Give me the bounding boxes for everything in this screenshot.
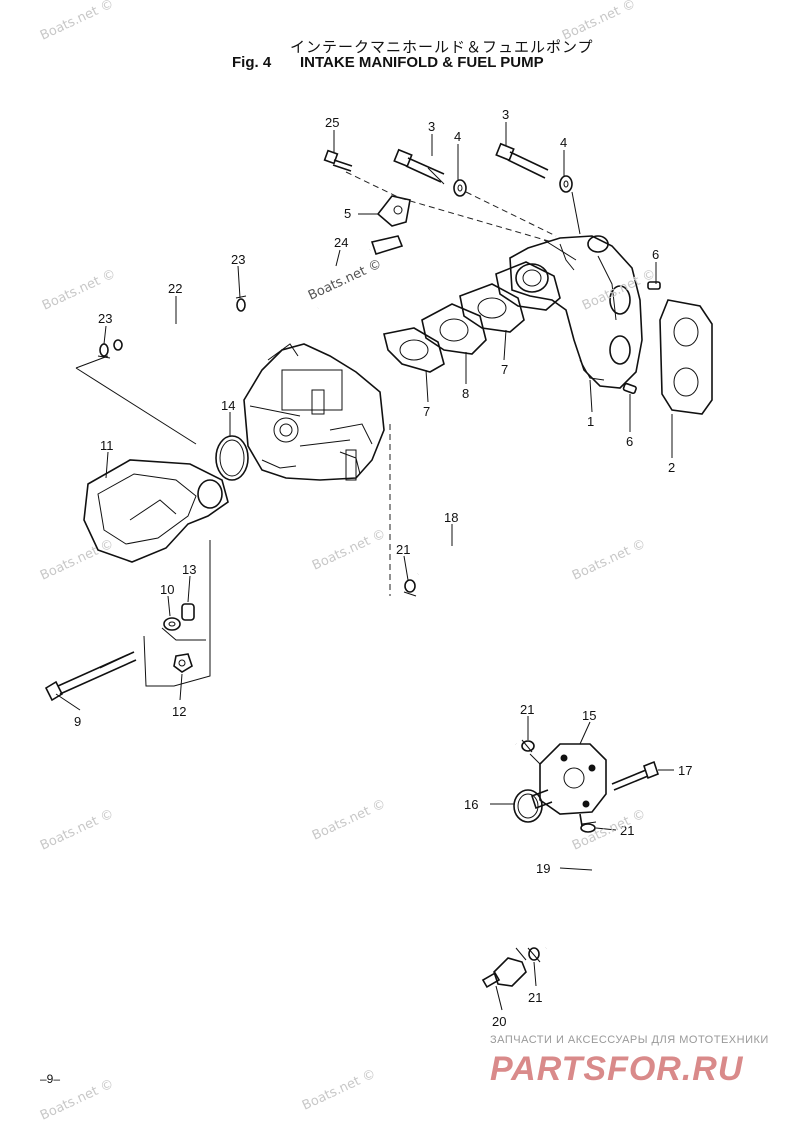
o-ring-16: [513, 789, 543, 823]
nut-12: [173, 653, 193, 673]
bolt-25: [323, 149, 353, 172]
bolt-9: [44, 651, 137, 702]
callout-15: 15: [582, 708, 596, 723]
callout-10: 10: [160, 582, 174, 597]
bolt-3-right: [495, 142, 549, 179]
callout-3-right: 3: [502, 107, 509, 122]
callout-23-right: 23: [231, 252, 245, 267]
callout-19: 19: [536, 861, 550, 876]
callout-21-pump-out: 21: [620, 823, 634, 838]
callout-22: 22: [168, 281, 182, 296]
fuel-pump-15: [529, 743, 607, 827]
callout-5: 5: [344, 206, 351, 221]
callout-1: 1: [587, 414, 594, 429]
clamp-21-pump-out: [580, 821, 597, 833]
dowel-pin-6-lower: [622, 382, 637, 395]
callout-7-front: 7: [423, 404, 430, 419]
carburetor: [243, 343, 385, 481]
bolt-3-left: [393, 148, 445, 185]
spacer-8: [421, 303, 487, 355]
callout-25: 25: [325, 115, 339, 130]
callout-3-left: 3: [428, 119, 435, 134]
manifold-flange: [495, 261, 561, 311]
fuel-hose-19: [544, 841, 609, 951]
callout-4-left: 4: [454, 129, 461, 144]
brand-tagline: ЗАПЧАСТИ И АКСЕССУАРЫ ДЛЯ МОТОТЕХНИКИ: [490, 1034, 769, 1046]
leader-lines: [55, 122, 674, 1011]
hose-22: [113, 307, 239, 351]
gasket-7-rear: [459, 283, 525, 333]
callout-labels: 25 3 4 3 4 5 24 6 23 22 23 7 8 7 1 6 2 1…: [74, 107, 692, 1029]
callout-7-rear: 7: [501, 362, 508, 377]
callout-14: 14: [221, 398, 235, 413]
washer-4-left: [453, 179, 467, 197]
bracket-5: [376, 195, 411, 227]
figure-title: INTAKE MANIFOLD & FUEL PUMP: [300, 54, 544, 71]
fuel-hose-18: [415, 545, 518, 747]
brand-logo: PARTSFOR.RU: [490, 1050, 744, 1088]
hose-24: [315, 235, 404, 309]
callout-2: 2: [668, 460, 675, 475]
intake-manifold-1: [509, 235, 643, 389]
clamp-21-upper: [403, 579, 417, 597]
page-number: –9–: [40, 1072, 61, 1086]
callout-20: 20: [492, 1014, 506, 1029]
callout-17: 17: [678, 763, 692, 778]
intake-silencer-11: [83, 459, 229, 563]
clamp-21-lower: [527, 947, 541, 963]
callout-6-lower: 6: [626, 434, 633, 449]
callout-23-left: 23: [98, 311, 112, 326]
figure-title-japanese: インテークマニホールド＆フュエルポンプ: [290, 38, 594, 56]
callout-8: 8: [462, 386, 469, 401]
clamp-21-pump-in: [521, 739, 535, 753]
gasket-7-front: [383, 327, 445, 373]
dowel-pin-6-upper: [647, 281, 661, 290]
callout-11: 11: [100, 438, 114, 453]
o-ring-14: [215, 435, 249, 481]
collar-13: [181, 603, 195, 621]
callout-6-upper: 6: [652, 247, 659, 262]
figure-number: Fig. 4: [232, 54, 272, 71]
callout-13: 13: [182, 562, 196, 577]
callout-9: 9: [74, 714, 81, 729]
callout-21-upper: 21: [396, 542, 410, 557]
washer-4-right: [559, 175, 573, 193]
gasket-2: [659, 299, 713, 415]
fuel-connector-20: [481, 947, 527, 989]
callout-4-right: 4: [560, 135, 567, 150]
callout-21-lower: 21: [528, 990, 542, 1005]
bolt-17: [611, 760, 659, 791]
callout-16: 16: [464, 797, 478, 812]
washer-10: [163, 617, 181, 631]
clamp-23-left: [97, 343, 111, 359]
callout-21-pump-in: 21: [520, 702, 534, 717]
clamp-23-right: [235, 295, 247, 312]
callout-12: 12: [172, 704, 186, 719]
callout-24: 24: [334, 235, 348, 250]
callout-18: 18: [444, 510, 458, 525]
